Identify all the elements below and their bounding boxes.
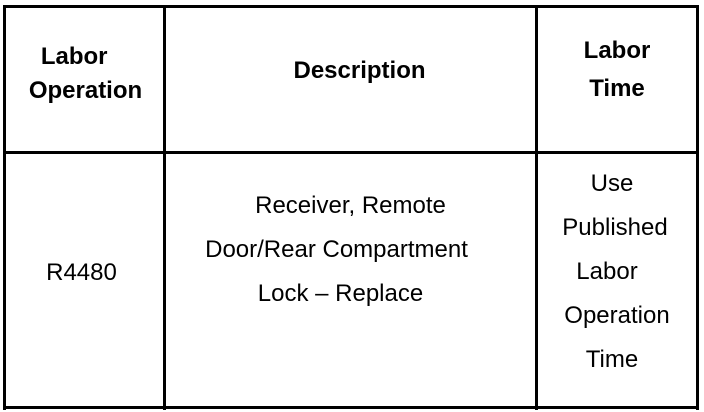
description-line-1: Receiver, Remote	[255, 192, 446, 219]
labor-time-line-4: Operation	[564, 302, 670, 329]
table-bottom-border	[3, 406, 699, 409]
row-labor-operation: R4480	[6, 154, 163, 406]
labor-operation-code: R4480	[46, 259, 117, 286]
header-description: Description	[166, 8, 535, 151]
table-right-border	[696, 6, 699, 410]
header-description-label: Description	[293, 56, 426, 84]
labor-time-line-3: Labor	[576, 258, 638, 285]
row-labor-time: Use Published Labor Operation Time	[538, 154, 696, 406]
header-labor-time-line-2: Time	[589, 74, 645, 102]
description-line-2: Door/Rear Compartment	[205, 236, 468, 263]
description-line-3: Lock – Replace	[257, 280, 424, 307]
table-left-border	[3, 6, 6, 410]
column-divider-1	[163, 6, 166, 410]
header-labor-time: Labor Time	[538, 8, 696, 151]
labor-time-line-5: Time	[585, 346, 639, 373]
header-labor-time-line-1: Labor	[583, 36, 651, 64]
header-divider	[3, 151, 699, 154]
header-labor-operation-line-1: Labor	[40, 42, 108, 70]
row-description: Receiver, Remote Door/Rear Compartment L…	[166, 154, 535, 406]
header-labor-operation: Labor Operation	[6, 8, 163, 151]
header-labor-operation-line-2: Operation	[28, 76, 143, 104]
labor-time-line-1: Use	[590, 170, 634, 197]
column-divider-2	[535, 6, 538, 410]
labor-time-line-2: Published	[562, 214, 668, 241]
table-top-border	[3, 5, 699, 8]
